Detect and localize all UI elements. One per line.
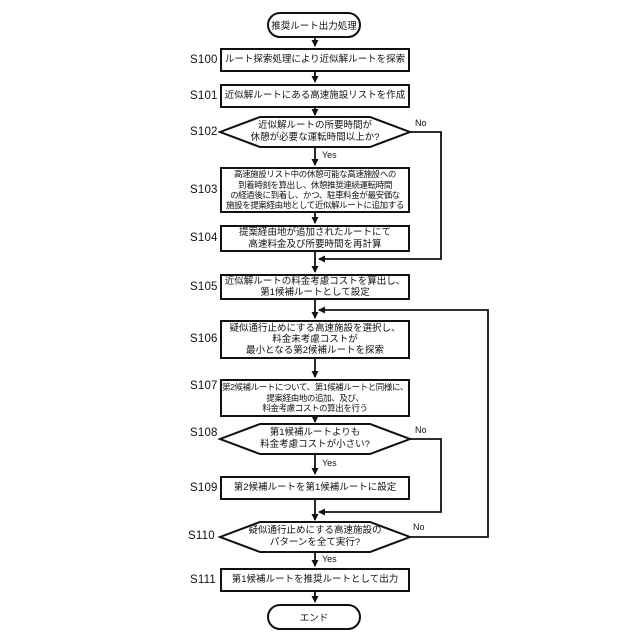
decision-text-s102: 近似解ルートの所要時間が 休憩が必要な運転時間以上か? [250,120,380,143]
branch-label-no-s108: No [415,425,427,435]
step-label-s110: S110 [188,530,215,542]
connector-s110-no-loop [318,306,489,538]
decision-shape-s102 [217,116,413,148]
step-label-s109: S109 [190,482,218,494]
process-box-s111: 第1候補ルートを推奨ルートとして出力 [220,568,410,592]
step-label-s104: S104 [190,232,218,244]
process-box-s103: 高速施設リスト中の休憩可能な高速施設への 到着時刻を算出し、休憩推奨連続運転時間… [220,167,410,213]
process-box-s100: ルート探索処理により近似解ルートを探索 [220,48,410,72]
process-box-s109: 第2候補ルートを第1候補ルートに設定 [220,476,410,500]
decision-text-s110: 疑似通行止めにする高速施設の パターンを全て実行? [248,525,382,548]
step-label-s108: S108 [190,427,218,439]
decision-shape-s110 [217,521,413,553]
branch-label-no-s110: No [413,522,425,532]
start-terminal: 推奨ルート出力処理 [267,12,361,38]
branch-label-yes-s108: Yes [322,458,337,468]
process-box-s107: 第2候補ルートについて、第1候補ルートと同様に、 提案経由地の追加、及び、 料金… [220,379,410,417]
step-label-s107: S107 [190,380,218,392]
decision-shape-s108 [217,423,413,455]
branch-label-no-s102: No [415,118,427,128]
process-box-s106: 疑似通行止めにする高速施設を選択し、 料金未考慮コストが 最小となる第2候補ルー… [220,320,410,359]
step-label-s103: S103 [190,184,218,196]
step-label-s106: S106 [190,333,218,345]
branch-label-yes-s110: Yes [322,554,337,564]
process-box-s104: 提案経由地が追加されたルートにて 高速料金及び所要時間を再計算 [220,225,410,252]
step-label-s101: S101 [190,90,218,102]
step-label-s102: S102 [190,126,218,138]
step-label-s105: S105 [190,281,218,293]
step-label-s100: S100 [190,54,218,66]
end-terminal: エンド [267,604,361,630]
process-box-s105: 近似解ルートの料金考慮コストを算出し、 第1候補ルートとして設定 [220,274,410,300]
step-label-s111: S111 [190,574,216,586]
process-box-s101: 近似解ルートにある高速施設リストを作成 [220,84,410,108]
branch-label-yes-s102: Yes [322,150,337,160]
connector-s102-no-merge [318,131,442,263]
decision-text-s108: 第1候補ルートよりも 料金考慮コストが小さい? [260,427,370,450]
connector-s108-no-merge [318,438,442,516]
